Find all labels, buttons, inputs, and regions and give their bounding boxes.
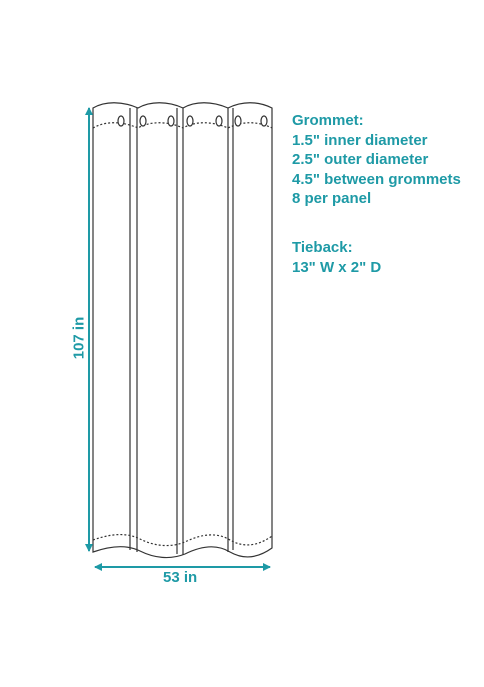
- grommet-heading: Grommet:: [292, 112, 364, 129]
- grommet-icon: [139, 115, 147, 127]
- curtain-panel: [92, 102, 273, 559]
- grommet-icon: [234, 115, 242, 127]
- grommet-outer-diameter: 2.5" outer diameter: [292, 151, 429, 168]
- grommet-spacing: 4.5" between grommets: [292, 170, 461, 188]
- grommet-count: 8 per panel: [292, 190, 372, 207]
- grommet-spec: Grommet: 1.5" inner diameter 2.5" outer …: [292, 111, 461, 209]
- height-dimension-label: 107 in: [70, 316, 88, 360]
- grommet-icon: [260, 115, 268, 127]
- curtain-outline: [92, 102, 273, 559]
- grommet-icon: [215, 115, 223, 127]
- grommets: [117, 115, 268, 127]
- grommet-icon: [167, 115, 175, 127]
- tieback-heading: Tieback:: [292, 239, 353, 256]
- tieback-spec: Tieback: 13" W x 2" D: [292, 238, 381, 277]
- grommet-icon: [117, 115, 125, 127]
- grommet-inner-diameter: 1.5" inner diameter: [292, 131, 428, 149]
- width-dimension-label: 53 in: [163, 569, 198, 586]
- tieback-size: 13" W x 2" D: [292, 258, 382, 276]
- grommet-icon: [186, 115, 194, 127]
